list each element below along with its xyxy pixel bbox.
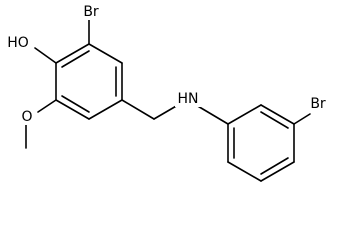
bond-ring2-a5-a6: [227, 161, 262, 182]
atom-methoxy-oxygen: O: [19, 109, 35, 125]
atom-br-phenol-label: Br: [83, 4, 99, 20]
bond-ring1-c6-c1-inner: [61, 50, 90, 68]
bond-ring1-c4-c5: [55, 99, 90, 120]
atom-hydroxyl: HO: [3, 35, 31, 51]
bond-ring2-a4-a5-inner: [260, 157, 289, 175]
bond-ring1-c1-c2: [88, 43, 123, 64]
bond-ring2-a4-a5: [260, 161, 295, 182]
atom-amine: HN: [175, 91, 201, 107]
atom-br-aniline: Br: [307, 96, 329, 112]
atom-br-phenol: Br: [80, 4, 102, 20]
bond-a3-br: [293, 113, 311, 125]
bond-ring2-a2-a3-inner: [260, 111, 289, 129]
bond-ring2-a1-a2: [227, 104, 262, 125]
atom-methoxy-oxygen-label: O: [21, 109, 32, 125]
bond-c3-ch2: [121, 99, 155, 120]
bond-ring1-c4-c5-inner: [61, 95, 90, 113]
structure-diagram: Br HO O HN Br: [3, 4, 329, 182]
bond-ch2-n: [153, 104, 179, 120]
bond-ring1-c3-c4: [88, 99, 123, 120]
bond-ring2-a2-a3: [260, 104, 295, 125]
atom-layer: Br HO O HN Br: [3, 4, 329, 125]
atom-br-aniline-label: Br: [310, 96, 326, 112]
bond-n-ring2: [195, 104, 229, 125]
bond-ring1-c6-c1: [55, 43, 90, 64]
bond-layer: [25, 19, 311, 182]
bond-c6-oh: [34, 47, 57, 64]
bond-c5-o: [37, 99, 57, 113]
atom-hydroxyl-label: HO: [7, 35, 29, 51]
atom-amine-label: HN: [178, 91, 199, 107]
